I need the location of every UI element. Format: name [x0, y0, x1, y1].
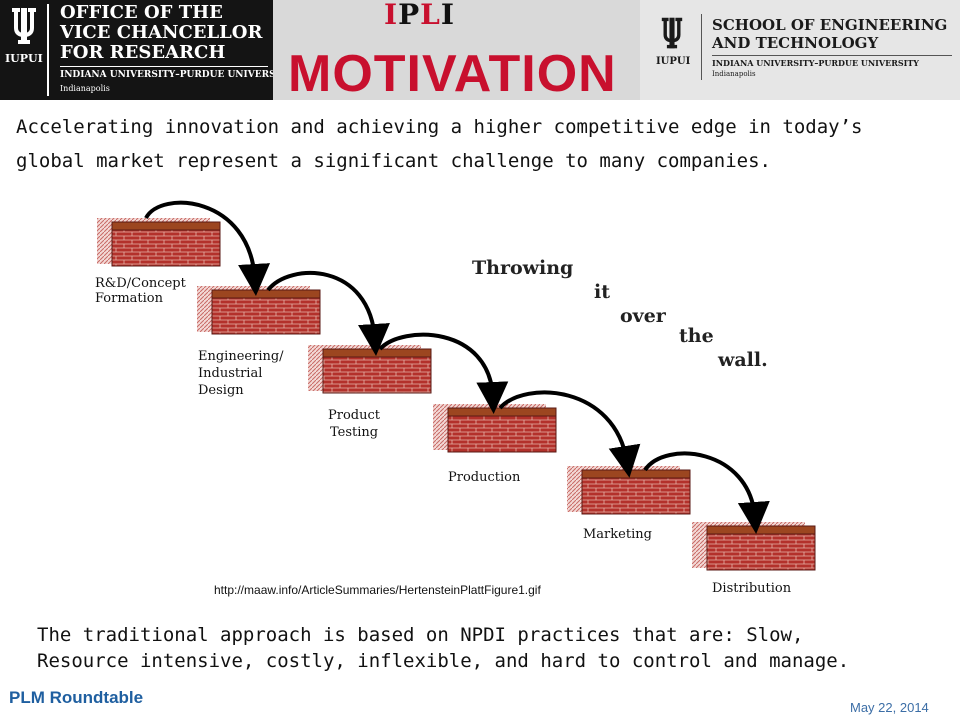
iu-trident-icon: [12, 8, 36, 44]
city-name: Indianapolis: [60, 84, 110, 93]
summary-line-2: Resource intensive, costly, inflexible, …: [37, 650, 850, 672]
stage-label-marketing: Marketing: [583, 527, 652, 542]
arrow-3: [378, 332, 509, 414]
university-name: INDIANA UNIVERSITY–PURDUE UNIVERSITY: [60, 70, 293, 80]
intro-line-2: global market represent a significant ch…: [16, 150, 771, 172]
wall-testing: [308, 345, 432, 394]
phrase-wall: wall.: [717, 349, 768, 371]
footer-event-name: PLM Roundtable: [9, 688, 144, 707]
stage-label-eng-3: Design: [198, 383, 244, 398]
vertical-divider: [701, 14, 702, 80]
image-source-url: http://maaw.info/ArticleSummaries/Herten…: [214, 583, 541, 597]
summary-paragraph: The traditional approach is based on NPD…: [37, 622, 937, 674]
stage-label-rd-1: R&D/Concept: [95, 276, 187, 291]
org-line-3: FOR RESEARCH: [60, 42, 226, 63]
arrow-1: [144, 200, 271, 296]
school-line-1: SCHOOL OF ENGINEERING: [712, 16, 948, 34]
org-line-2: VICE CHANCELLOR: [60, 22, 263, 43]
wall-distribution: [692, 522, 816, 571]
school-line-2: AND TECHNOLOGY: [712, 34, 879, 52]
stage-label-rd-2: Formation: [95, 291, 164, 306]
intro-line-1: Accelerating innovation and achieving a …: [16, 116, 863, 138]
university-name: INDIANA UNIVERSITY–PURDUE UNIVERSITY: [712, 58, 920, 68]
iupui-mark: IUPUI: [656, 56, 691, 67]
city-name: Indianapolis: [712, 70, 756, 78]
research-office-logo: IUPUI OFFICE OF THE VICE CHANCELLOR FOR …: [0, 0, 293, 100]
footer-date: May 22, 2014: [850, 700, 929, 715]
wall-production: [433, 404, 557, 453]
stage-label-test-1: Product: [328, 408, 381, 423]
horizontal-divider: [60, 66, 268, 67]
horizontal-divider: [712, 55, 952, 56]
phrase-it: it: [594, 281, 610, 303]
wall-rd: [97, 218, 221, 267]
intro-paragraph: Accelerating innovation and achieving a …: [16, 110, 946, 178]
iupui-mark: IUPUI: [5, 52, 43, 65]
vertical-divider: [47, 4, 49, 96]
wall-marketing: [567, 466, 691, 515]
header-banner: IUPUI OFFICE OF THE VICE CHANCELLOR FOR …: [0, 0, 960, 103]
phrase-throwing: Throwing: [472, 257, 573, 279]
phrase-the: the: [679, 325, 714, 347]
arrow-2: [266, 270, 390, 356]
org-line-1: OFFICE OF THE: [60, 2, 223, 23]
ipli-logo: IPLI: [384, 0, 455, 31]
summary-line-1: The traditional approach is based on NPD…: [37, 624, 804, 646]
stage-label-eng-2: Industrial: [198, 366, 262, 381]
engineering-school-logo: IUPUI SCHOOL OF ENGINEERING AND TECHNOLO…: [640, 0, 960, 100]
arrow-5: [643, 451, 770, 534]
stage-label-test-2: Testing: [330, 425, 378, 440]
slide-title: MOTIVATION: [288, 45, 617, 103]
stage-label-production: Production: [448, 470, 521, 485]
stage-label-eng-1: Engineering/: [198, 349, 284, 364]
stage-label-distribution: Distribution: [712, 581, 792, 596]
iu-trident-icon: [661, 17, 683, 49]
phrase-over: over: [620, 305, 667, 327]
wall-engineering: [197, 286, 321, 335]
header-middle-band: [273, 0, 640, 100]
arrow-4: [498, 390, 641, 478]
